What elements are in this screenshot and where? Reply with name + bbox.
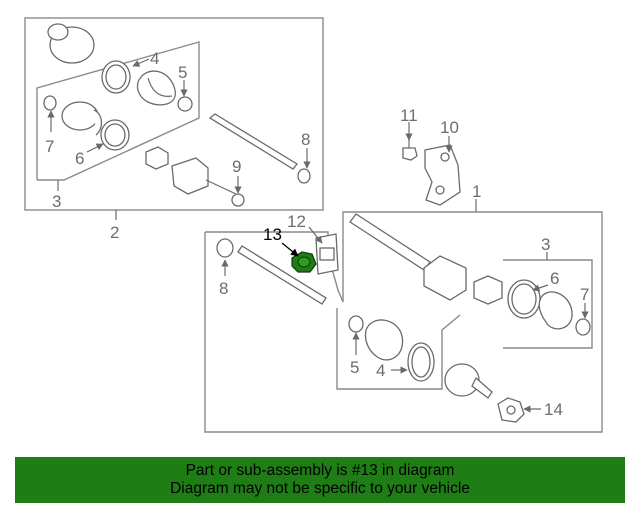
axle-shaft-1 (349, 213, 467, 301)
callout-8-right: 8 (219, 279, 228, 298)
callout-7-right: 7 (580, 285, 589, 304)
callout-2: 2 (110, 223, 119, 242)
outer-cv-joint-right (444, 363, 493, 399)
bolt-11 (402, 138, 418, 161)
snap-ring-8-right (216, 238, 234, 258)
callout-4-right: 4 (376, 361, 385, 380)
cv-boot-top (136, 70, 176, 106)
callout-6-top: 6 (75, 149, 84, 168)
cv-boot-right-upper (538, 291, 573, 330)
inner-boot-top (61, 101, 103, 136)
cv-boot-right-lower (364, 319, 404, 361)
clamp-ring-6-top (100, 119, 130, 151)
callout-14: 14 (544, 400, 563, 419)
boot-clamp-ring-4-top (101, 60, 131, 94)
callout-9-top: 9 (232, 157, 241, 176)
callout-7-top: 7 (45, 137, 54, 156)
snap-ring-9-top (231, 193, 245, 207)
callout-3-top: 3 (52, 192, 61, 211)
tripod-housing-right (473, 275, 503, 305)
intermediate-shaft (237, 245, 327, 305)
leader-lines (47, 58, 589, 413)
bearing-bracket-12 (315, 233, 339, 275)
bracket-10 (424, 144, 461, 206)
banner-line-1: Part or sub-assembly is #13 in diagram (185, 462, 455, 479)
clamp-5-top (177, 96, 193, 112)
callout-13-highlighted: 13 (263, 225, 282, 244)
nut-13-highlighted (291, 251, 317, 273)
callout-5-right: 5 (350, 358, 359, 377)
clamp-5-right (348, 315, 364, 333)
clamp-ring-4-right (407, 342, 435, 382)
banner-line-2: Diagram may not be specific to your vehi… (170, 480, 470, 497)
hub-nut-14 (497, 397, 525, 423)
clamp-ring-6-right (507, 279, 541, 319)
callout-6-right: 6 (550, 269, 559, 288)
shaft-top (208, 113, 298, 170)
info-banner: Part or sub-assembly is #13 in diagram D… (15, 457, 625, 503)
callout-4-top: 4 (150, 49, 159, 68)
outer-cv-joint-top (47, 23, 95, 64)
callout-1: 1 (472, 182, 481, 201)
callout-10: 10 (440, 118, 459, 137)
tripod-joint-top (145, 146, 237, 195)
parts-diagram: 4 5 7 6 8 9 3 2 11 10 1 12 13 8 3 6 7 5 … (24, 17, 603, 433)
clamp-7-top (43, 95, 57, 111)
callout-8-top: 8 (301, 130, 310, 149)
clamp-7-right (575, 318, 591, 336)
callout-3-right: 3 (541, 235, 550, 254)
callout-5-top: 5 (178, 63, 187, 82)
group-2-frame (24, 17, 324, 211)
snap-ring-8-top (297, 168, 311, 184)
callout-11: 11 (400, 106, 418, 125)
callout-12: 12 (287, 212, 306, 231)
